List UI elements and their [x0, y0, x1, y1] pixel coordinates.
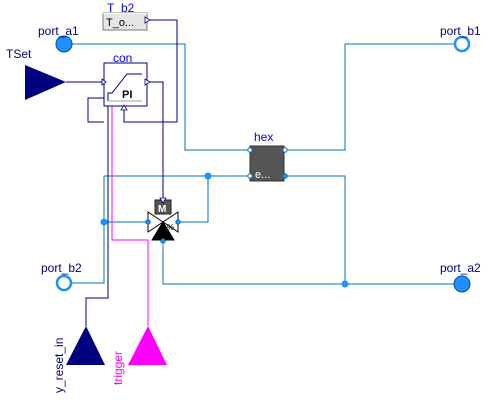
- y-reset-in-label: y_reset_in: [52, 338, 66, 393]
- junction-dots: [100, 172, 349, 288]
- wire-hex-lower-to-right: [285, 175, 346, 284]
- port-a2-icon[interactable]: [453, 275, 471, 293]
- con-output-arrow-icon: [144, 78, 151, 86]
- y-reset-in-triangle-icon[interactable]: [66, 326, 105, 365]
- heat-exchanger-hex[interactable]: hex e...: [247, 130, 288, 182]
- port-a2-label: port_a2: [440, 261, 481, 275]
- valve-port-icon: [160, 238, 166, 244]
- junction-dot: [341, 280, 349, 288]
- wire-trigger: [111, 106, 149, 326]
- pi-curve-icon: [107, 73, 142, 101]
- port-b1-icon[interactable]: [453, 35, 471, 53]
- wire-bottom-to-port-a2: [162, 244, 462, 285]
- hex-label: hex: [254, 130, 273, 144]
- tset-input[interactable]: TSet: [6, 47, 66, 100]
- hex-port-icon: [247, 147, 253, 153]
- three-way-valve[interactable]: M %: [145, 197, 181, 244]
- control-connections: [66, 19, 178, 326]
- trigger-input[interactable]: trigger: [111, 326, 167, 385]
- sensor-t-b2[interactable]: T_b2 T_o...: [102, 1, 151, 31]
- valve-actuator-mark: M: [158, 204, 166, 215]
- wire-port-b2-branch: [64, 176, 105, 284]
- wire-hex-to-port-b1: [285, 43, 462, 151]
- port-a1-icon[interactable]: [55, 35, 73, 53]
- junction-dot: [100, 218, 108, 226]
- trigger-triangle-icon[interactable]: [128, 326, 167, 365]
- hex-port-icon: [247, 173, 253, 179]
- hex-port-icon: [282, 173, 288, 179]
- port-b1[interactable]: port_b1: [440, 24, 481, 53]
- pi-controller-icon[interactable]: [103, 62, 148, 107]
- port-a2[interactable]: port_a2: [440, 261, 481, 293]
- wire-port-a1-to-hex: [64, 43, 250, 151]
- port-a1[interactable]: port_a1: [38, 24, 79, 53]
- port-b1-label: port_b1: [440, 24, 481, 38]
- tset-triangle-icon[interactable]: [25, 65, 66, 100]
- controller-con-label: con: [113, 51, 132, 65]
- port-b2[interactable]: port_b2: [41, 261, 82, 292]
- valve-port-icon: [145, 219, 151, 225]
- wire-con-reset-loop: [87, 97, 104, 123]
- wire-hex-to-valve-loop: [178, 175, 250, 223]
- port-b2-icon[interactable]: [55, 274, 73, 292]
- valve-port-icon: [175, 219, 181, 225]
- wire-y-reset-in: [85, 106, 109, 326]
- port-a1-label: port_a1: [38, 24, 79, 38]
- tset-label: TSet: [6, 47, 32, 61]
- hex-port-icon: [282, 147, 288, 153]
- y-reset-in-input[interactable]: y_reset_in: [52, 326, 105, 393]
- sensor-t-b2-label: T_b2: [107, 1, 135, 15]
- hex-inner-label: e...: [255, 169, 270, 181]
- con-input-arrow-icon: [101, 78, 107, 86]
- sensor-output-arrow-icon: [144, 16, 151, 24]
- port-b2-label: port_b2: [41, 261, 82, 275]
- wire-sensor-feedback: [123, 19, 178, 123]
- controller-con[interactable]: con PI: [101, 51, 151, 111]
- wire-con-output-to-valve: [147, 81, 164, 200]
- valve-percent-mark: %: [167, 223, 174, 232]
- fluid-connections: [64, 43, 462, 285]
- con-feedback-arrow-icon: [120, 104, 128, 111]
- junction-dot: [204, 172, 212, 180]
- trigger-label: trigger: [111, 351, 125, 385]
- pi-text: PI: [122, 89, 132, 101]
- valve-control-input-arrow-icon: [159, 197, 167, 204]
- heat-exchanger-icon[interactable]: [249, 145, 285, 182]
- sensor-t-b2-inner: T_o...: [106, 17, 134, 29]
